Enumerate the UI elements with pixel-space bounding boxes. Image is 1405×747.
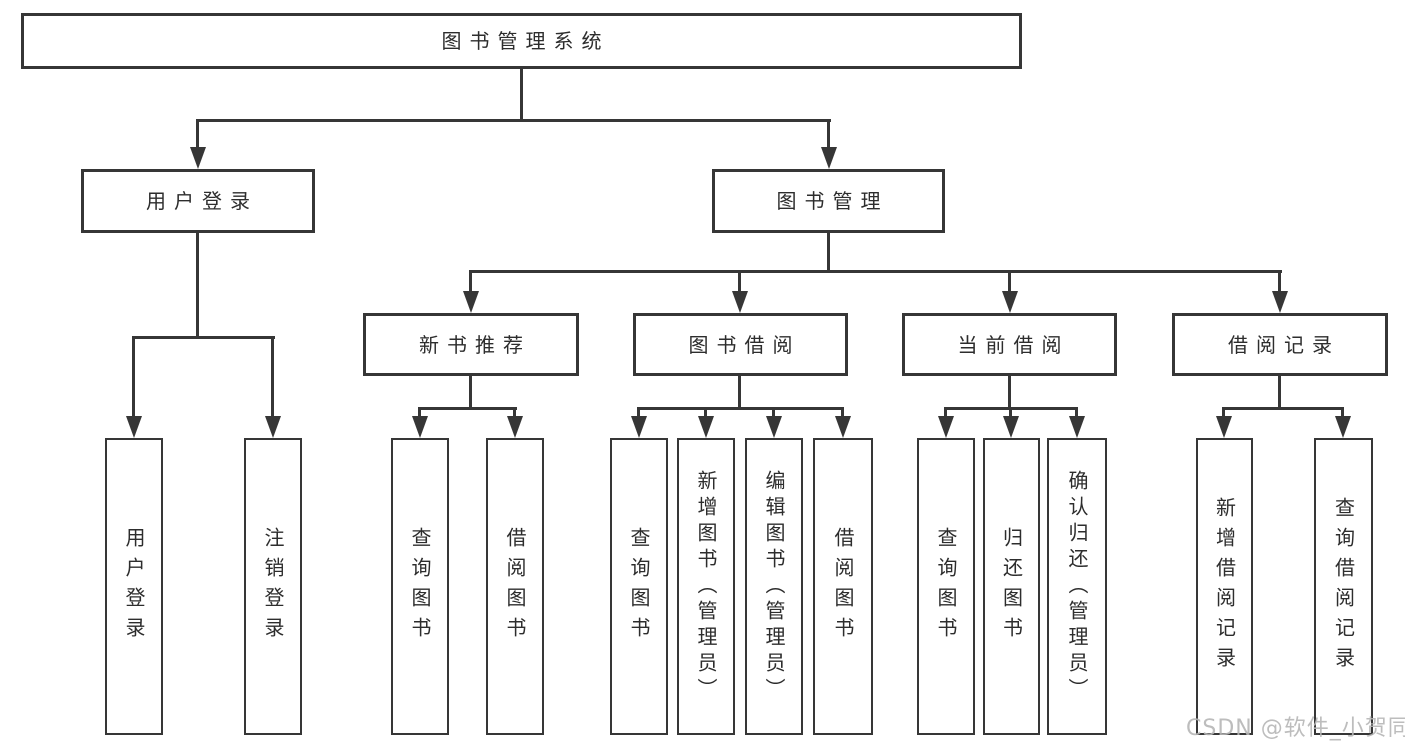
- connector-line: [520, 69, 523, 119]
- connector-arrowhead: [835, 416, 851, 438]
- connector-line: [132, 336, 275, 339]
- leaf-return-books-label: 归还图书: [999, 526, 1024, 647]
- leaf-return-books: 归还图书: [983, 438, 1040, 735]
- node-book-management-label: 图书管理: [776, 189, 889, 213]
- connector-line: [196, 119, 199, 148]
- leaf-borrow-books-recommend-label: 借阅图书: [503, 526, 527, 647]
- connector-line: [469, 376, 472, 407]
- leaf-search-books-recommend-label: 查询图书: [408, 526, 432, 647]
- connector-line: [637, 407, 640, 417]
- leaf-add-borrow-record: 新增借阅记录: [1196, 438, 1253, 735]
- connector-arrowhead: [126, 416, 142, 438]
- connector-line: [1222, 407, 1225, 417]
- leaf-user-login: 用户登录: [105, 438, 163, 735]
- connector-arrowhead: [732, 291, 748, 313]
- leaf-search-books-borrowing-label: 查询图书: [627, 526, 651, 647]
- connector-arrowhead: [1335, 416, 1351, 438]
- connector-arrowhead: [265, 416, 281, 438]
- leaf-search-books-current: 查询图书: [917, 438, 975, 735]
- connector-arrowhead: [821, 147, 837, 169]
- connector-arrowhead: [1002, 291, 1018, 313]
- connector-line: [1341, 407, 1344, 417]
- node-root-label: 图书管理系统: [441, 29, 610, 53]
- leaf-add-borrow-record-label: 新增借阅记录: [1212, 496, 1237, 677]
- leaf-borrow-books: 借阅图书: [813, 438, 873, 735]
- connector-line: [841, 407, 844, 417]
- node-user-login-label: 用户登录: [146, 189, 258, 213]
- connector-line: [1222, 407, 1344, 410]
- connector-line: [418, 407, 517, 410]
- connector-line: [196, 233, 199, 336]
- connector-arrowhead: [190, 147, 206, 169]
- connector-arrowhead: [698, 416, 714, 438]
- connector-line: [704, 407, 707, 417]
- connector-line: [1008, 376, 1011, 407]
- connector-line: [418, 407, 421, 417]
- leaf-edit-books-admin-label: 编辑图书（管理员）: [762, 469, 786, 704]
- leaf-confirm-return-admin-label: 确认归还（管理员）: [1065, 469, 1089, 704]
- connector-line: [1075, 407, 1078, 417]
- connector-line: [827, 233, 830, 270]
- leaf-borrow-books-label: 借阅图书: [831, 526, 855, 647]
- leaf-borrow-books-recommend: 借阅图书: [486, 438, 544, 735]
- node-user-login: 用户登录: [81, 169, 315, 233]
- node-new-book-recommendation: 新书推荐: [363, 313, 579, 376]
- leaf-search-borrow-record: 查询借阅记录: [1314, 438, 1373, 735]
- connector-line: [196, 119, 831, 122]
- connector-line: [827, 119, 830, 148]
- node-current-borrowing-label: 当前借阅: [957, 332, 1070, 357]
- connector-line: [469, 270, 1282, 273]
- connector-line: [513, 407, 516, 417]
- node-root: 图书管理系统: [21, 13, 1022, 69]
- leaf-search-books-recommend: 查询图书: [391, 438, 449, 735]
- leaf-edit-books-admin: 编辑图书（管理员）: [745, 438, 803, 735]
- connector-line: [271, 336, 274, 417]
- connector-arrowhead: [1272, 291, 1288, 313]
- node-current-borrowing: 当前借阅: [902, 313, 1117, 376]
- node-borrowing-records-label: 借阅记录: [1228, 332, 1340, 357]
- connector-line: [469, 270, 472, 292]
- leaf-search-books-borrowing: 查询图书: [610, 438, 668, 735]
- connector-arrowhead: [507, 416, 523, 438]
- leaf-search-borrow-record-label: 查询借阅记录: [1331, 496, 1356, 677]
- leaf-search-books-current-label: 查询图书: [934, 526, 958, 647]
- connector-line: [1009, 407, 1012, 417]
- connector-arrowhead: [412, 416, 428, 438]
- node-new-book-recommendation-label: 新书推荐: [419, 332, 531, 357]
- node-book-borrowing: 图书借阅: [633, 313, 848, 376]
- connector-line: [944, 407, 947, 417]
- node-book-borrowing-label: 图书借阅: [688, 332, 801, 357]
- csdn-watermark: CSDN @软件_小贺同学: [1186, 716, 1405, 741]
- leaf-confirm-return-admin: 确认归还（管理员）: [1047, 438, 1107, 735]
- connector-arrowhead: [1003, 416, 1019, 438]
- connector-line: [1278, 270, 1281, 292]
- connector-line: [738, 376, 741, 407]
- connector-line: [132, 336, 135, 417]
- leaf-user-login-label: 用户登录: [122, 526, 146, 647]
- connector-arrowhead: [463, 291, 479, 313]
- node-borrowing-records: 借阅记录: [1172, 313, 1388, 376]
- connector-line: [772, 407, 775, 417]
- leaf-add-books-admin: 新增图书（管理员）: [677, 438, 735, 735]
- connector-arrowhead: [1069, 416, 1085, 438]
- connector-line: [1008, 270, 1011, 292]
- leaf-logout: 注销登录: [244, 438, 302, 735]
- connector-arrowhead: [631, 416, 647, 438]
- connector-arrowhead: [766, 416, 782, 438]
- connector-line: [637, 407, 844, 410]
- connector-arrowhead: [1216, 416, 1232, 438]
- leaf-logout-label: 注销登录: [261, 526, 285, 647]
- leaf-add-books-admin-label: 新增图书（管理员）: [694, 469, 718, 704]
- connector-arrowhead: [938, 416, 954, 438]
- connector-line: [1278, 376, 1281, 407]
- connector-line: [738, 270, 741, 292]
- node-book-management: 图书管理: [712, 169, 945, 233]
